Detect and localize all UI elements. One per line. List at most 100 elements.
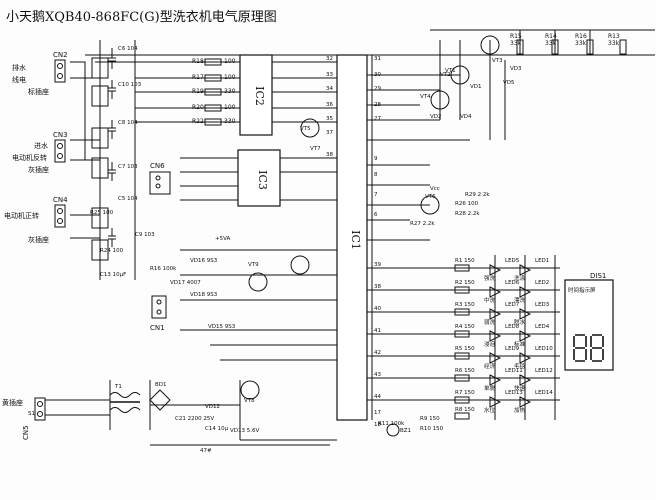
svg-text:R8 150: R8 150 — [455, 407, 475, 413]
svg-text:VT3: VT3 — [492, 58, 503, 64]
svg-text:29: 29 — [374, 86, 381, 92]
transistors — [240, 35, 500, 400]
svg-text:34: 34 — [326, 86, 333, 92]
svg-text:弱洗: 弱洗 — [484, 318, 496, 326]
svg-text:27: 27 — [374, 116, 381, 122]
svg-text:LED8: LED8 — [505, 324, 520, 330]
svg-text:LED13: LED13 — [505, 390, 523, 396]
svg-text:R25 100: R25 100 — [90, 210, 114, 216]
svg-text:VT8: VT8 — [244, 398, 255, 404]
svg-text:R16: R16 — [575, 33, 587, 40]
svg-text:VT2: VT2 — [440, 72, 451, 78]
svg-text:快速: 快速 — [514, 384, 526, 392]
svg-text:VT4: VT4 — [420, 94, 431, 100]
ic2-input-resistors — [204, 58, 222, 126]
svg-text:LED5: LED5 — [505, 258, 520, 264]
buzzer — [386, 423, 400, 437]
triac-bank — [91, 57, 109, 261]
svg-text:R16 100k: R16 100k — [150, 266, 177, 272]
connector-cn2: CN2 — [53, 51, 68, 83]
svg-text:44: 44 — [374, 394, 381, 400]
svg-text:17: 17 — [374, 410, 381, 416]
svg-text:R2 150: R2 150 — [455, 280, 475, 286]
svg-text:40: 40 — [374, 306, 381, 312]
svg-text:R11 100k: R11 100k — [378, 421, 405, 427]
power-transformer — [109, 389, 171, 413]
svg-text:VT1: VT1 — [445, 68, 456, 74]
svg-text:BZ1: BZ1 — [400, 428, 411, 434]
svg-text:强洗: 强洗 — [484, 274, 496, 282]
svg-text:C7 103: C7 103 — [118, 164, 138, 170]
svg-text:41: 41 — [374, 328, 381, 334]
ic1-pin-numbers: 32 33 34 36 35 37 38 31 30 29 28 27 9 8 … — [326, 56, 381, 428]
led-resistor-labels: R1 150 R2 150 R3 150 R4 150 R5 150 R6 15… — [420, 258, 475, 432]
svg-text:35: 35 — [326, 116, 333, 122]
svg-text:VD2: VD2 — [430, 114, 442, 120]
svg-text:标准: 标准 — [514, 340, 526, 348]
svg-text:VD15 9S3: VD15 9S3 — [208, 324, 236, 330]
svg-text:VT5: VT5 — [300, 126, 311, 132]
svg-text:C8 104: C8 104 — [118, 120, 138, 126]
svg-text:R5 150: R5 150 — [455, 346, 475, 352]
svg-text:VT9: VT9 — [248, 262, 259, 268]
svg-text:33: 33 — [326, 72, 333, 78]
svg-text:R9 150: R9 150 — [420, 416, 440, 422]
svg-text:VD3: VD3 — [510, 66, 522, 72]
svg-text:R15: R15 — [510, 33, 522, 40]
svg-text:36: 36 — [326, 102, 333, 108]
svg-text:VD5: VD5 — [503, 80, 515, 86]
svg-text:LED14: LED14 — [535, 390, 553, 396]
svg-text:8: 8 — [374, 172, 378, 178]
svg-text:VD13 5.6V: VD13 5.6V — [230, 428, 259, 434]
label-rinse: 标插座 — [28, 87, 49, 96]
svg-text:T1: T1 — [114, 384, 122, 390]
svg-text:330: 330 — [224, 118, 236, 125]
svg-text:38: 38 — [326, 152, 333, 158]
svg-text:LED1: LED1 — [535, 258, 549, 264]
svg-text:33k: 33k — [608, 40, 620, 47]
display-caption: 时间指示屏 — [568, 286, 596, 294]
svg-text:单脱: 单脱 — [484, 384, 496, 392]
svg-text:C21 2200 25V: C21 2200 25V — [175, 416, 214, 422]
svg-text:43: 43 — [374, 372, 381, 378]
svg-text:VD16 9S3: VD16 9S3 — [190, 258, 218, 264]
svg-text:R10 150: R10 150 — [420, 426, 444, 432]
svg-text:VD1: VD1 — [470, 84, 482, 90]
svg-text:R7 150: R7 150 — [455, 390, 475, 396]
svg-text:R19: R19 — [192, 88, 204, 95]
svg-text:R3 150: R3 150 — [455, 302, 475, 308]
svg-text:CN5: CN5 — [22, 425, 30, 440]
svg-text:330: 330 — [224, 88, 236, 95]
svg-text:R20: R20 — [192, 104, 204, 111]
svg-text:VD12: VD12 — [205, 404, 220, 410]
svg-text:R26 100: R26 100 — [455, 201, 479, 207]
svg-text:毛毯: 毛毯 — [514, 362, 526, 370]
svg-text:LED11: LED11 — [505, 368, 523, 374]
led-series-resistors — [454, 264, 470, 420]
label-yellow: 黄插座 — [2, 398, 23, 407]
svg-text:VT6: VT6 — [425, 194, 436, 200]
label-rinse2: 灰插座 — [28, 165, 49, 174]
svg-text:47#: 47# — [200, 448, 212, 454]
svg-text:R28 2.2k: R28 2.2k — [455, 211, 480, 217]
label-brake: 线电 — [12, 75, 26, 84]
svg-text:LED2: LED2 — [535, 280, 549, 286]
svg-text:BD1: BD1 — [155, 382, 167, 388]
svg-text:VD17 4007: VD17 4007 — [170, 280, 201, 286]
svg-text:C10 103: C10 103 — [118, 82, 142, 88]
svg-text:VD4: VD4 — [460, 114, 472, 120]
svg-text:39: 39 — [374, 262, 381, 268]
svg-text:R14: R14 — [545, 33, 557, 40]
svg-text:LED10: LED10 — [535, 346, 553, 352]
display-body — [564, 279, 614, 371]
connector-cn4: CN4 — [53, 196, 68, 228]
svg-text:C5 104: C5 104 — [118, 196, 138, 202]
svg-text:S1: S1 — [28, 411, 35, 417]
svg-text:LED3: LED3 — [535, 302, 550, 308]
svg-text:R13: R13 — [608, 33, 620, 40]
svg-text:Vcc: Vcc — [430, 186, 440, 192]
svg-text:18: 18 — [374, 422, 381, 428]
